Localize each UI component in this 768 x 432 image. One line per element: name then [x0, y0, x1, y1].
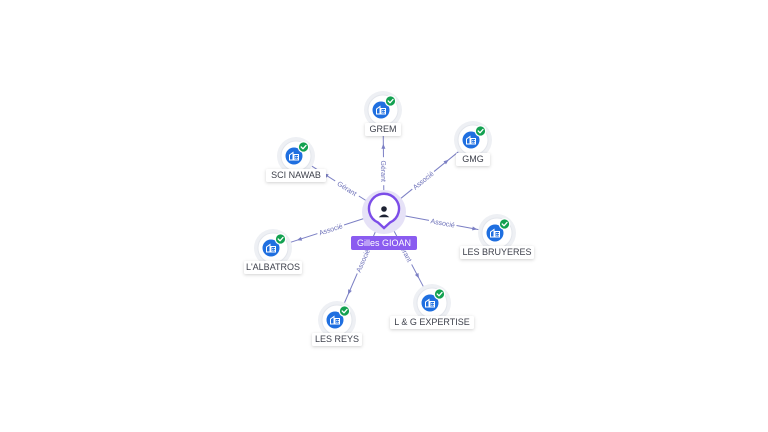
edge-label-bg [332, 177, 362, 200]
company-label-box [312, 333, 362, 346]
edge-arrow-icon [348, 289, 352, 295]
edge-relation-label: Associé [430, 218, 455, 229]
company-name: GREM [370, 124, 397, 134]
edge-arrow-icon [472, 226, 478, 231]
company-name: L & G EXPERTISE [394, 317, 470, 327]
edge-label-bg [378, 157, 389, 186]
relation-edge-gmg: Associé [396, 150, 460, 202]
company-building-icon [376, 105, 386, 115]
company-node-sci-nawab[interactable]: SCI NAWAB [266, 137, 326, 182]
company-label-box [456, 153, 490, 166]
center-node[interactable]: Gilles GIOAN [351, 190, 417, 250]
company-node-les-reys[interactable]: LES REYS [312, 301, 362, 346]
relation-edge-grem: Gérant [378, 127, 389, 196]
company-node-l-g-expertise[interactable]: L & G EXPERTISE [390, 284, 474, 329]
person-label-box [351, 236, 417, 250]
verified-check-icon [338, 305, 351, 317]
company-name: GMG [462, 154, 484, 164]
company-node-gmg[interactable]: GMG [454, 121, 492, 166]
verified-check-icon [474, 125, 487, 137]
verified-check-icon [433, 288, 446, 300]
company-name: LES BRUYERES [462, 247, 531, 257]
edge-relation-label: Gérant [379, 160, 386, 182]
person-name: Gilles GIOAN [357, 238, 411, 248]
company-building-icon [490, 228, 500, 238]
company-building-icon [266, 243, 276, 253]
company-label-box [365, 123, 401, 136]
company-building-icon [289, 151, 299, 161]
edge-arrow-icon [414, 272, 419, 279]
company-label-box [460, 246, 534, 259]
company-node-les-bruyeres[interactable]: LES BRUYERES [460, 214, 534, 259]
company-label-box [390, 316, 474, 329]
company-building-icon [466, 135, 476, 145]
edge-label-bg [316, 220, 346, 238]
edge-arrow-icon [381, 143, 386, 149]
company-name: SCI NAWAB [271, 170, 321, 180]
edge-label-bg [428, 215, 458, 230]
verified-check-icon [384, 95, 397, 107]
person-icon [378, 206, 390, 218]
company-label-box [266, 169, 326, 182]
company-building-icon [330, 315, 340, 325]
verified-check-icon [498, 218, 511, 230]
company-label-box [244, 261, 302, 274]
company-name: L'ALBATROS [246, 262, 300, 272]
edge-label-bg [409, 168, 437, 193]
company-node-lalbatros[interactable]: L'ALBATROS [244, 229, 302, 274]
company-name: LES REYS [315, 334, 359, 344]
verified-check-icon [297, 141, 310, 153]
edge-label-bg [353, 245, 373, 276]
relation-edge-les-bruyeres: Associé [400, 214, 480, 231]
company-node-grem[interactable]: GREM [364, 91, 402, 136]
edge-arrow-icon [296, 236, 303, 241]
edge-arrow-icon [443, 159, 449, 165]
nodes-layer: GREM GMG LES BRUYERES L & G EXPERTISE LES RE… [244, 91, 534, 346]
company-building-icon [425, 298, 435, 308]
verified-check-icon [274, 233, 287, 245]
